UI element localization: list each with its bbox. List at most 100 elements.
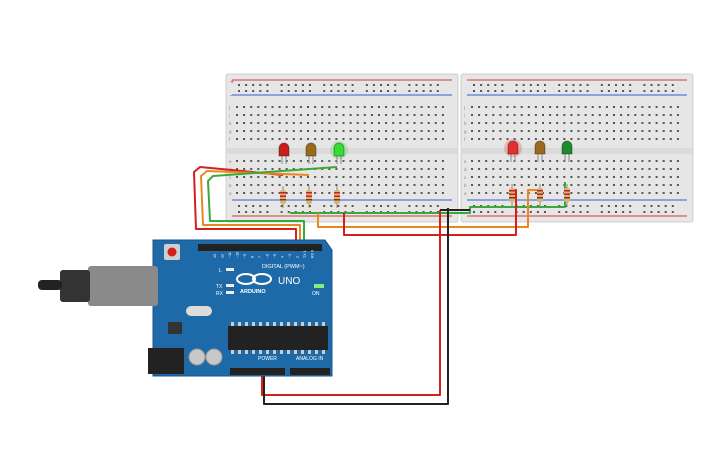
hole <box>536 84 539 86</box>
hole <box>501 211 504 213</box>
hole <box>257 122 260 124</box>
digital-header[interactable] <box>198 244 322 251</box>
hole <box>662 176 665 178</box>
hole <box>399 106 402 108</box>
resistors[interactable] <box>280 184 570 208</box>
hole <box>342 184 345 186</box>
hole <box>478 130 481 132</box>
hole <box>434 176 437 178</box>
reset-button-cap[interactable] <box>167 247 177 257</box>
hole <box>655 122 658 124</box>
power-jack[interactable] <box>148 348 184 374</box>
hole <box>591 130 594 132</box>
hole <box>236 168 238 170</box>
hole <box>513 168 516 170</box>
hole <box>627 130 630 132</box>
chip-pin <box>322 322 325 326</box>
hole <box>584 138 587 140</box>
hole <box>378 130 380 132</box>
hole <box>586 211 589 213</box>
hole <box>406 160 409 162</box>
hole <box>542 106 544 108</box>
hole <box>378 160 380 162</box>
hole <box>392 106 395 108</box>
hole <box>662 168 665 170</box>
hole <box>522 90 525 92</box>
hole <box>591 122 594 124</box>
row-letter: e <box>464 159 467 164</box>
hole <box>420 130 423 132</box>
led-red[interactable] <box>278 142 290 157</box>
hole <box>330 84 333 86</box>
power-header[interactable] <box>230 368 285 375</box>
hole <box>556 184 559 186</box>
wire-black-gnd-to-rail[interactable] <box>263 208 449 405</box>
hole <box>392 176 395 178</box>
hole <box>501 90 504 92</box>
hole <box>641 114 644 116</box>
hole <box>600 211 603 213</box>
led-green[interactable] <box>561 140 573 155</box>
hole <box>499 192 502 194</box>
analog-header[interactable] <box>290 368 330 375</box>
hole <box>250 192 253 194</box>
hole <box>434 160 437 162</box>
hole <box>620 168 623 170</box>
hole <box>271 122 274 124</box>
wire-orange-led2-to-pin[interactable] <box>200 170 310 247</box>
hole <box>615 205 617 207</box>
row-letter: a <box>229 191 232 196</box>
hole <box>650 84 653 86</box>
hole <box>266 205 269 207</box>
row-letter: i <box>464 113 465 118</box>
hole <box>280 211 283 213</box>
hole <box>399 114 402 116</box>
hole <box>394 90 397 92</box>
hole <box>605 122 608 124</box>
wire-red-5v-to-rail[interactable] <box>261 210 441 396</box>
wire-orange-bridge[interactable] <box>317 189 540 228</box>
hole <box>492 192 495 194</box>
led-red[interactable] <box>507 140 519 155</box>
digital-pin-label: ~10 <box>236 252 240 258</box>
hole <box>513 130 516 132</box>
led-amber[interactable] <box>305 142 317 157</box>
hole <box>605 106 608 108</box>
hole <box>278 138 281 140</box>
hole <box>406 122 409 124</box>
hole <box>544 211 546 213</box>
analog-label: ANALOG IN <box>296 356 324 362</box>
hole <box>598 192 601 194</box>
hole <box>250 176 253 178</box>
hole <box>252 205 255 207</box>
hole <box>380 90 382 92</box>
hole <box>676 160 679 162</box>
resistor-band <box>564 190 570 192</box>
hole <box>620 122 623 124</box>
leds[interactable] <box>278 139 573 164</box>
hole <box>572 211 575 213</box>
hole <box>650 205 653 207</box>
hole <box>342 130 345 132</box>
wire-green-led3-to-pin[interactable] <box>207 166 338 247</box>
hole <box>549 138 552 140</box>
wire-red-led1-to-pin[interactable] <box>193 166 297 247</box>
hole <box>349 106 352 108</box>
led-amber[interactable] <box>534 140 546 155</box>
hole <box>506 192 509 194</box>
hole <box>264 192 267 194</box>
hole <box>527 130 530 132</box>
hole <box>238 211 240 213</box>
hole <box>236 122 238 124</box>
led-green[interactable] <box>333 142 345 157</box>
hole <box>572 84 575 86</box>
hole <box>427 122 430 124</box>
hole <box>565 90 568 92</box>
hole <box>266 90 269 92</box>
hole <box>314 160 317 162</box>
hole <box>250 160 253 162</box>
hole <box>441 138 444 140</box>
